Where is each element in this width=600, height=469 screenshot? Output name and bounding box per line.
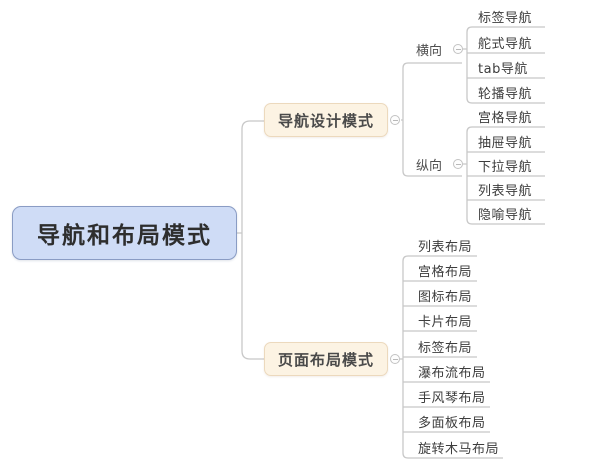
leaf-node[interactable]: 舵式导航	[478, 36, 533, 52]
collapse-icon-vertical[interactable]	[453, 159, 463, 169]
connector-root	[237, 120, 264, 360]
leaf-node[interactable]: 下拉导航	[478, 159, 533, 175]
leaf-node[interactable]: 标签导航	[478, 10, 533, 26]
leaf-node[interactable]: 瀑布流布局	[418, 365, 486, 381]
branch-nav-design[interactable]: 导航设计模式	[264, 103, 388, 137]
connector-vertical-group	[463, 126, 545, 225]
collapse-icon-nav-design[interactable]	[390, 115, 400, 125]
branch-page-layout[interactable]: 页面布局模式	[264, 342, 388, 376]
leaf-node[interactable]: 标签布局	[418, 340, 473, 356]
leaf-node[interactable]: 手风琴布局	[418, 390, 486, 406]
leaf-node[interactable]: 宫格布局	[418, 264, 473, 280]
collapse-icon-page-layout[interactable]	[390, 354, 400, 364]
minus-icon	[455, 48, 461, 50]
node-vertical[interactable]: 纵向	[415, 158, 442, 174]
leaf-node[interactable]: 宫格导航	[478, 110, 533, 126]
collapse-icon-horizontal[interactable]	[453, 44, 463, 54]
leaf-node[interactable]: 图标布局	[418, 289, 473, 305]
leaf-node[interactable]: 隐喻导航	[478, 207, 533, 223]
leaf-node[interactable]: 列表布局	[418, 239, 473, 255]
leaf-node[interactable]: tab导航	[478, 61, 528, 77]
connector-branch2	[400, 255, 503, 459]
minus-icon	[392, 119, 398, 121]
connector-branch1	[401, 62, 462, 177]
leaf-node[interactable]: 卡片布局	[418, 314, 473, 330]
connector-horizontal-group	[463, 26, 545, 104]
leaf-node[interactable]: 抽屉导航	[478, 135, 533, 151]
minus-icon	[455, 163, 461, 165]
leaf-node[interactable]: 列表导航	[478, 183, 533, 199]
root-topic[interactable]: 导航和布局模式	[12, 206, 237, 260]
leaf-node[interactable]: 轮播导航	[478, 86, 533, 102]
node-horizontal[interactable]: 横向	[415, 43, 442, 59]
minus-icon	[392, 358, 398, 360]
leaf-node[interactable]: 多面板布局	[418, 415, 486, 431]
leaf-node[interactable]: 旋转木马布局	[418, 441, 500, 457]
